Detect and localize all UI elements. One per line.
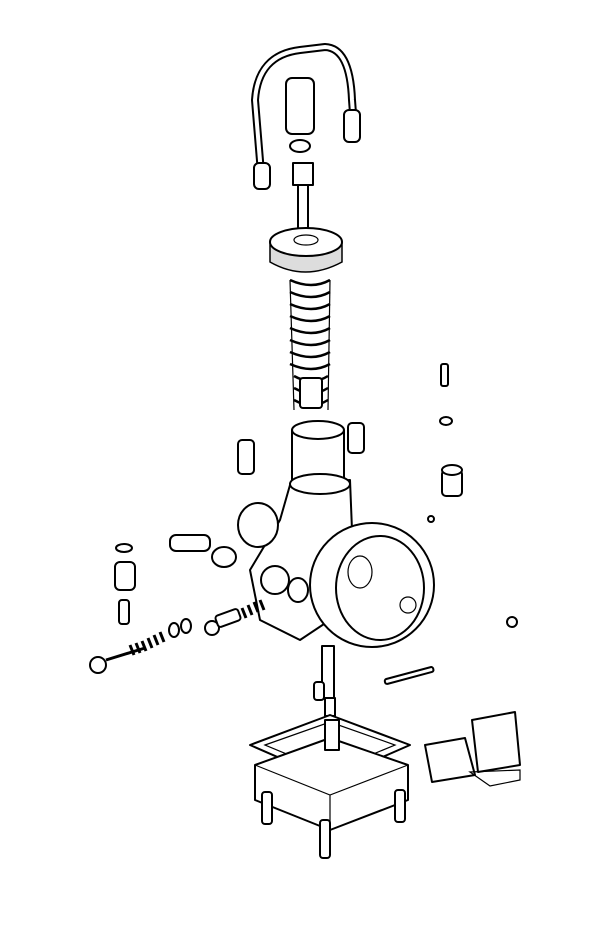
idle-screw-right — [347, 422, 365, 454]
carburetor-body — [237, 473, 435, 648]
top-cap — [269, 227, 343, 273]
washer-small — [439, 416, 453, 426]
pilot-jet — [118, 599, 130, 625]
float-bowl — [249, 714, 411, 859]
bushing — [441, 464, 463, 497]
adjuster-screw — [292, 162, 314, 231]
plunger-cap — [285, 77, 315, 135]
jet-holder — [114, 561, 136, 591]
needle-jet — [313, 645, 336, 717]
nut-small — [506, 616, 518, 628]
float — [424, 711, 521, 787]
ball — [427, 515, 435, 523]
screw-small — [440, 363, 449, 387]
float-pin — [383, 666, 435, 685]
idle-screw-left — [237, 439, 255, 475]
air-screw — [169, 534, 237, 568]
idle-adjust-screw — [89, 618, 192, 674]
choke-bracket — [251, 43, 361, 190]
nut — [289, 139, 311, 153]
washer — [115, 543, 133, 553]
needle-clip — [299, 377, 323, 409]
main-jet — [204, 599, 266, 636]
